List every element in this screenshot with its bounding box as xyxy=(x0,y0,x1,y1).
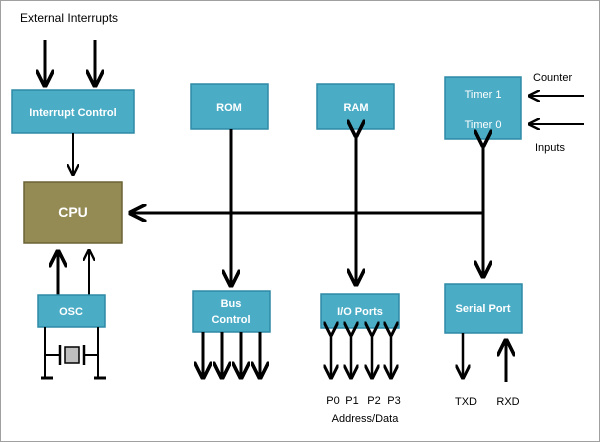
cpu-block xyxy=(23,181,123,244)
bus-control-block xyxy=(192,290,271,333)
interrupt-control-block xyxy=(11,89,135,134)
counter-label: Counter xyxy=(533,72,572,84)
port-p2-label: P2 xyxy=(367,395,380,407)
timer1-label: Timer 1 xyxy=(465,89,502,101)
rxd-label: RXD xyxy=(496,396,519,408)
port-p0-label: P0 xyxy=(326,395,339,407)
rom-label: ROM xyxy=(216,102,242,114)
rom-block xyxy=(190,83,269,130)
ram-label: RAM xyxy=(343,102,368,114)
io-ports-label: I/O Ports xyxy=(337,306,383,318)
osc-label: OSC xyxy=(59,306,83,318)
address-data-label: Address/Data xyxy=(332,413,400,425)
port-p3-label: P3 xyxy=(387,395,400,407)
bus-control-label-line1: Bus xyxy=(221,298,242,310)
cpu-label: CPU xyxy=(58,204,88,220)
interrupt-control-label: Interrupt Control xyxy=(29,107,116,119)
timer0-label: Timer 0 xyxy=(465,119,502,131)
timer-block xyxy=(444,76,522,140)
inputs-label: Inputs xyxy=(535,142,565,154)
serial-port-label: Serial Port xyxy=(455,303,510,315)
osc-block xyxy=(37,294,106,328)
txd-label: TXD xyxy=(455,396,477,408)
serial-port-block xyxy=(444,283,523,334)
external-interrupts-label: External Interrupts xyxy=(20,11,118,25)
crystal-icon xyxy=(41,327,106,380)
port-p1-label: P1 xyxy=(345,395,358,407)
bus-control-label-line2: Control xyxy=(211,314,250,326)
